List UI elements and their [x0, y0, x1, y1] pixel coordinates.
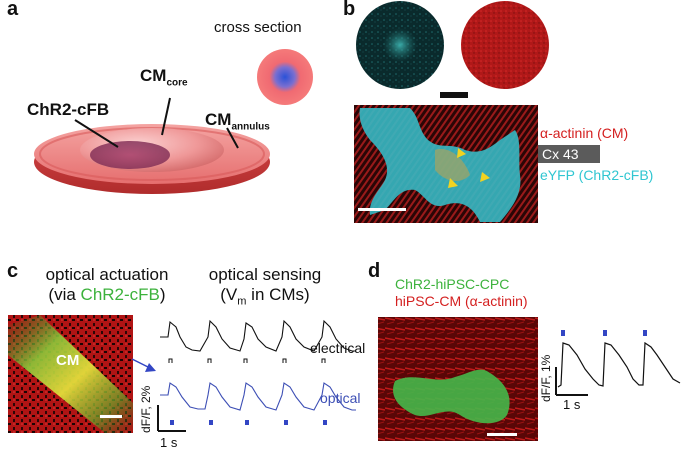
chr2-cfb-label: ChR2-cFB	[27, 100, 110, 119]
sensing-sub: m	[237, 295, 247, 308]
sensing-suffix: in CMs)	[246, 285, 310, 304]
cm-core-label: CMcore	[140, 66, 188, 88]
scale-bar-b-bottom	[358, 208, 406, 211]
stim-mark	[284, 420, 288, 425]
cx43-legend-bg	[538, 145, 600, 163]
chr2-cfb-region	[90, 141, 170, 169]
scale-bar-d-image	[487, 433, 517, 436]
sensing-prefix: (V	[220, 285, 238, 304]
panel-c-graphic	[8, 315, 356, 433]
cm-annulus-sub: annulus	[231, 121, 270, 133]
panel-d-graphic	[378, 317, 681, 441]
arrow-to-traces	[145, 363, 156, 372]
scale-y-label-c: dF/F, 2%	[139, 385, 153, 433]
cm-annulus-label: CMannulus	[205, 110, 270, 132]
chr2-cfb-band	[8, 315, 133, 433]
d-legend-line1: ChR2-hiPSC-CPC	[395, 276, 510, 292]
d-legend-alpha: α	[469, 293, 478, 309]
cross-section-label: cross section	[214, 19, 302, 36]
d-legend-prefix: hiPSC-CM (	[395, 293, 470, 309]
legend-cx43: Cx 43	[542, 146, 579, 162]
cm-annulus-main: CM	[205, 110, 232, 129]
actuation-title-line2: (via ChR2-cFB)	[32, 285, 182, 305]
stim-mark	[209, 420, 213, 425]
cpc-green-region	[393, 369, 510, 424]
scale-bar-c-image	[100, 415, 122, 418]
stim-mark	[170, 420, 174, 425]
stim-mark	[323, 420, 327, 425]
scale-x-label-d: 1 s	[563, 397, 581, 412]
panel-c: c optical actuation (via ChR2-cFB) optic…	[0, 255, 375, 457]
actuation-title-line1: optical actuation	[45, 265, 169, 284]
optical-trace	[160, 382, 356, 411]
electrical-label: electrical	[310, 340, 366, 356]
d-legend-suffix: -actinin)	[477, 293, 528, 309]
d-optical-trace	[557, 341, 681, 388]
d-legend-line2: hiPSC-CM (α-actinin)	[395, 293, 528, 310]
panel-a: a cross section ChR2-cFB CMcore CMannulu…	[0, 0, 340, 225]
stim-mark	[603, 330, 607, 336]
scale-y-label-d: dF/F, 1%	[539, 354, 553, 402]
stim-mark	[245, 420, 249, 425]
cm-image-label: CM	[56, 352, 80, 369]
cross-section-disk	[257, 49, 313, 105]
actuation-suffix: )	[159, 285, 166, 304]
sensing-title: optical sensing (Vm in CMs)	[190, 265, 340, 311]
stim-mark	[561, 330, 565, 336]
panel-d-letter: d	[368, 260, 381, 282]
actuation-prefix: (via	[48, 285, 81, 304]
panel-b-letter: b	[343, 0, 356, 20]
panel-a-letter: a	[7, 0, 19, 20]
sensing-title-line2: (Vm in CMs)	[190, 285, 340, 311]
actuation-title: optical actuation (via ChR2-cFB)	[32, 265, 182, 305]
stim-mark	[643, 330, 647, 336]
legend-actinin: α-actinin (CM)	[540, 125, 629, 141]
panel-c-letter: c	[7, 260, 19, 282]
scale-bar-b-top	[440, 92, 468, 98]
optical-label: optical	[320, 390, 361, 406]
electrical-stim-marks	[168, 358, 326, 363]
panel-b-graphic	[354, 1, 600, 223]
cm-core-sub: core	[166, 77, 188, 89]
panel-d: d ChR2-hiPSC-CPC hiPSC-CM (α-actinin) dF…	[368, 255, 685, 457]
actuation-green: ChR2-cFB	[80, 285, 160, 304]
scale-x-label-c: 1 s	[160, 435, 178, 450]
electrical-trace	[160, 319, 356, 352]
sensing-title-line1: optical sensing	[208, 265, 322, 284]
d-legend: ChR2-hiPSC-CPC hiPSC-CM (α-actinin)	[395, 276, 528, 310]
panel-a-graphic	[34, 49, 313, 194]
legend-eyfp: eYFP (ChR2-cFB)	[540, 167, 654, 183]
panel-b: b α-actinin (CM) Cx 43 eYFP (ChR2-cFB)	[340, 0, 685, 230]
cm-core-main: CM	[140, 66, 167, 85]
actinin-well-image	[461, 1, 549, 89]
